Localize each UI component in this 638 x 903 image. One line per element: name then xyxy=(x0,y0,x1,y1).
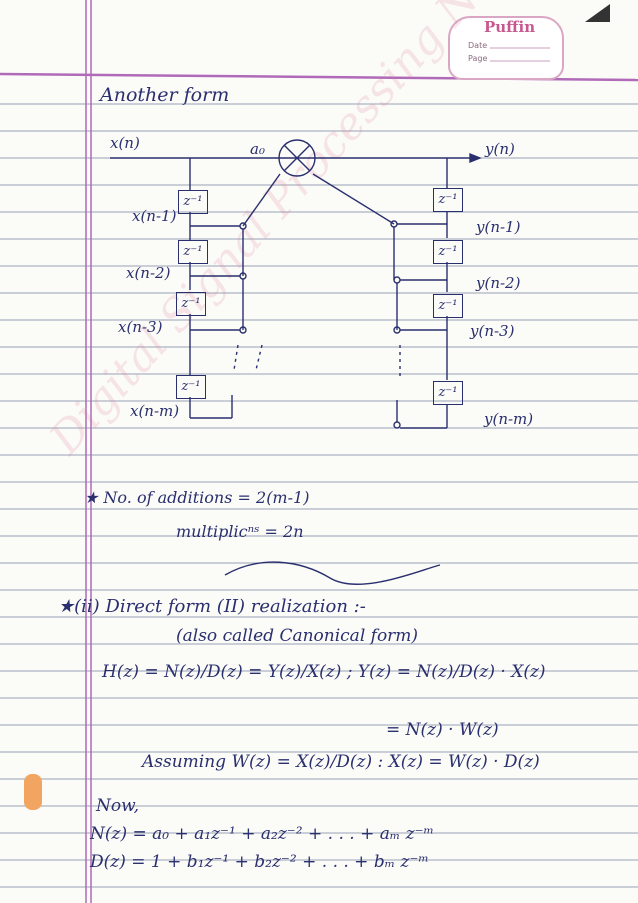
note-additions: ★ No. of additions = 2(m-1) xyxy=(84,488,310,507)
y-tap-3: y(n-3) xyxy=(470,322,515,340)
x-tap-1: x(n-1) xyxy=(132,207,177,225)
delay-block-y1: z⁻¹ xyxy=(433,188,463,212)
delay-block-xm: z⁻¹ xyxy=(176,375,206,399)
eq-numerator: N(z) = a₀ + a₁z⁻¹ + a₂z⁻² + . . . + aₘ z… xyxy=(90,824,435,844)
delay-block-ym: z⁻¹ xyxy=(433,381,463,405)
orange-sticker xyxy=(24,774,42,810)
delay-block-x3: z⁻¹ xyxy=(176,292,206,316)
eq-transfer-function: H(z) = N(z)/D(z) = Y(z)/X(z) ; Y(z) = N(… xyxy=(102,662,546,682)
input-label: x(n) xyxy=(110,134,140,152)
section2-heading: ★(ii) Direct form (II) realization :- xyxy=(58,596,366,617)
output-label: y(n) xyxy=(485,140,515,158)
eq-assuming: Assuming W(z) = X(z)/D(z) : X(z) = W(z) … xyxy=(142,752,540,772)
note-multiplications: multiplicⁿˢ = 2n xyxy=(176,522,304,541)
eq-denominator: D(z) = 1 + b₁z⁻¹ + b₂z⁻² + . . . + bₘ z⁻… xyxy=(90,852,429,872)
brand-date-label: Date xyxy=(468,41,488,50)
eq-nw: = N(z) · W(z) xyxy=(386,720,499,740)
x-tap-2: x(n-2) xyxy=(126,264,171,282)
y-tap-1: y(n-1) xyxy=(476,218,521,236)
section1-heading: Another form xyxy=(100,84,230,106)
x-tap-3: x(n-3) xyxy=(118,318,163,336)
y-tap-m: y(n-m) xyxy=(484,410,534,428)
delay-block-x1: z⁻¹ xyxy=(178,190,208,214)
delay-block-y3: z⁻¹ xyxy=(433,294,463,318)
brand-name: Puffin xyxy=(484,18,536,36)
x-tap-m: x(n-m) xyxy=(130,402,180,420)
brand-page-label: Page xyxy=(468,54,488,63)
section2-subheading: (also called Canonical form) xyxy=(176,626,419,646)
now-label: Now, xyxy=(96,796,140,816)
delay-block-y2: z⁻¹ xyxy=(433,240,463,264)
coeff-label: a₀ xyxy=(250,140,265,158)
delay-block-x2: z⁻¹ xyxy=(178,240,208,264)
y-tap-2: y(n-2) xyxy=(476,274,521,292)
